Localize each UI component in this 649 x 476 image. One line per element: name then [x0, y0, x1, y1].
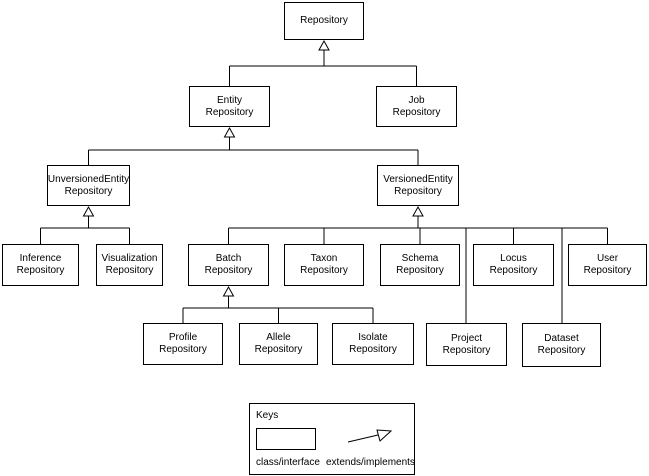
inheritance-arrowhead-versioned	[412, 205, 424, 217]
class-box-label: Repository	[254, 344, 303, 355]
class-box-label: Schema	[401, 253, 439, 264]
class-box-label: Repository	[16, 265, 65, 276]
legend-extends-label: extends/implements	[326, 457, 415, 468]
class-box-label: Repository	[300, 15, 348, 26]
class-box-label: Project	[450, 332, 483, 344]
class-box-label: Visualization	[101, 253, 158, 264]
class-box-label: Repository	[583, 265, 632, 276]
inheritance-arrowhead-unversioned	[82, 205, 95, 217]
legend-title: Keys	[256, 410, 279, 421]
class-box-label: Repository	[537, 345, 586, 356]
class-box-label: Dataset	[544, 333, 579, 344]
legend: Keys class/interface extends/implements	[249, 403, 415, 475]
class-box-label: Repository	[442, 344, 491, 356]
class-box-label: Taxon	[310, 253, 338, 264]
legend-class-symbol	[256, 428, 316, 450]
class-box-label: Inference	[19, 253, 62, 264]
class-box-label: Profile	[168, 332, 198, 343]
class-box-label: Entity	[216, 94, 242, 106]
class-box-label: Repository	[205, 106, 254, 118]
legend-extends-arrow-icon	[347, 429, 393, 443]
inheritance-arrowhead-entity	[223, 126, 236, 138]
class-box-label: Batch	[215, 253, 242, 264]
inheritance-arrowhead-repository	[318, 39, 330, 51]
class-box-label: Allele	[266, 332, 291, 343]
legend-class-label: class/interface	[256, 457, 320, 468]
class-box-label: Job	[408, 94, 425, 106]
class-box-label: Locus	[500, 253, 527, 264]
class-box-label: Repository	[300, 265, 348, 276]
class-box-label: Repository	[64, 185, 113, 197]
class-box-label: Repository	[489, 265, 538, 276]
class-box-repository: Repository	[284, 2, 364, 40]
inheritance-arrowhead-batch	[222, 285, 235, 297]
class-box-label: UnversionedEntity	[47, 173, 130, 185]
class-box-label: Repository	[394, 185, 442, 197]
class-box-label: Repository	[392, 106, 441, 118]
class-box-label: Repository	[105, 265, 154, 276]
class-box-label: Isolate	[358, 332, 388, 343]
class-box-label: VersionedEntity	[383, 173, 453, 185]
class-box-label: Repository	[396, 265, 444, 276]
class-box-label: Repository	[204, 265, 253, 276]
class-box-label: Repository	[159, 344, 207, 355]
class-box-label: Repository	[349, 344, 397, 355]
class-box-label: User	[596, 253, 619, 264]
